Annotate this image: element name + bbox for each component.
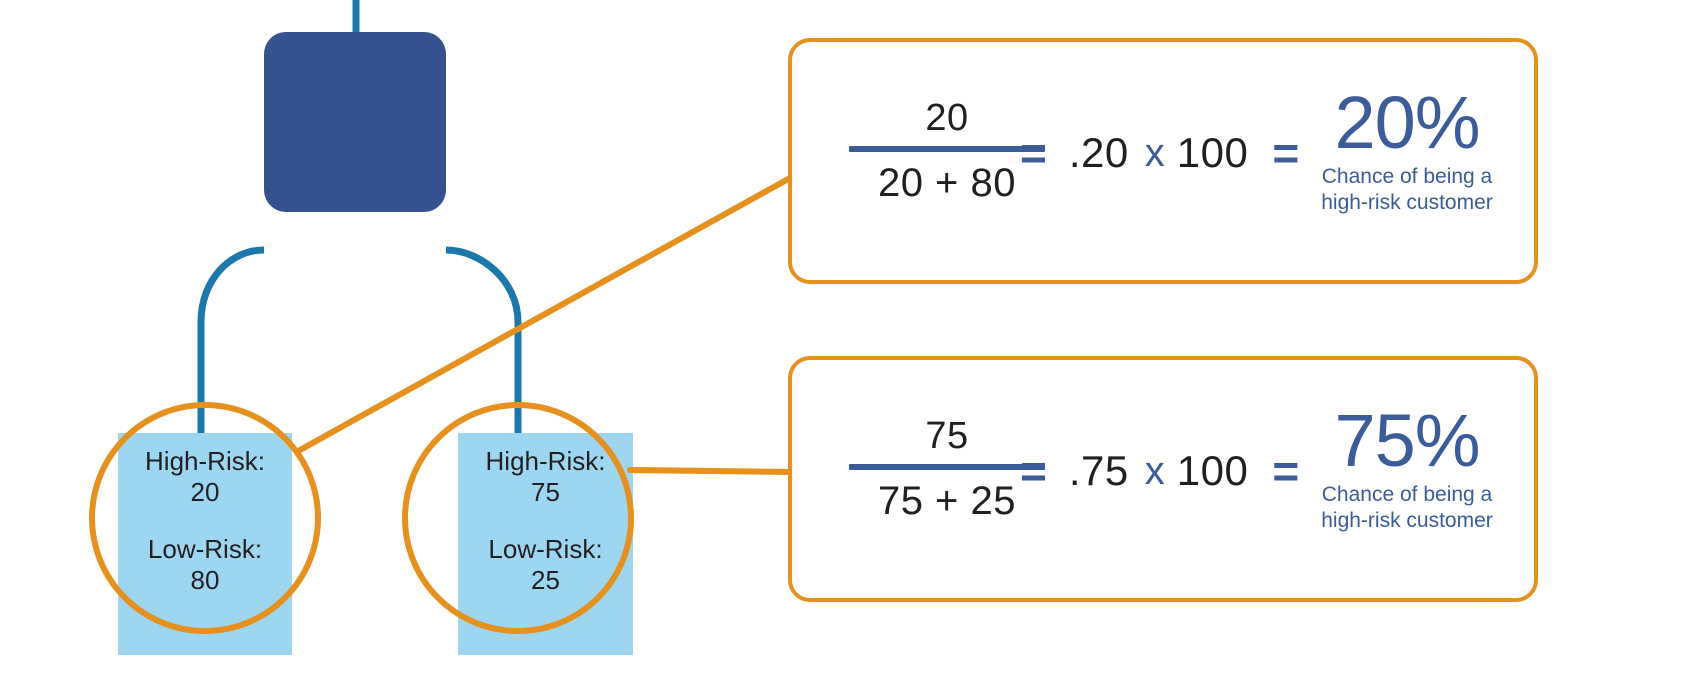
magnifier-ring-left (89, 402, 321, 634)
result-caption-line-1-top: Chance of being a (1321, 165, 1493, 188)
branch-connector-left (197, 246, 265, 470)
decimal-value-bottom: .75 (1068, 447, 1129, 494)
equals-sign-1-top: = (1020, 127, 1047, 179)
result-caption-line-2-top: high-risk customer (1321, 191, 1493, 214)
result-block-top: 20% Chance of being a high-risk customer (1292, 86, 1522, 216)
fraction-bottom-denominator: 75 + 25 (877, 479, 1017, 523)
result-caption-line-2-bottom: high-risk customer (1321, 509, 1493, 532)
multiplier-value-top: 100 (1176, 129, 1249, 176)
equals-sign-2-bottom: = (1272, 445, 1300, 497)
fraction-top-bar (849, 146, 1045, 152)
fraction-top-numerator: 20 (925, 97, 969, 139)
magnifier-ring-right (402, 402, 634, 634)
fraction-bottom-numerator: 75 (925, 415, 969, 457)
leader-line-top-callout (297, 175, 793, 453)
decimal-value-top: .20 (1068, 129, 1129, 176)
equals-sign-1-bottom: = (1020, 445, 1047, 497)
fraction-top-denominator: 20 + 80 (877, 161, 1017, 205)
equals-sign-2-top: = (1272, 127, 1300, 179)
callout-box-top[interactable]: 20 20 + 80 = .20 x 100 = 20% Chance of b… (788, 38, 1538, 284)
decision-tree-root-node[interactable] (264, 32, 446, 212)
branch-connector-right (445, 246, 522, 470)
result-percent-bottom: 75% (1334, 399, 1480, 482)
result-block-bottom: 75% Chance of being a high-risk customer (1292, 404, 1522, 534)
multiplier-value-bottom: 100 (1176, 447, 1249, 494)
fraction-top: 20 20 + 80 (842, 96, 1052, 206)
leaf-node-right-box[interactable] (458, 433, 633, 655)
callout-box-bottom[interactable]: 75 75 + 25 = .75 x 100 = 75% Chance of b… (788, 356, 1538, 602)
multiply-symbol-bottom: x (1144, 449, 1165, 493)
result-percent-top: 20% (1334, 81, 1480, 164)
fraction-bottom: 75 75 + 25 (842, 414, 1052, 524)
fraction-bottom-bar (849, 464, 1045, 470)
multiply-symbol-top: x (1144, 131, 1165, 175)
result-caption-line-1-bottom: Chance of being a (1321, 483, 1493, 506)
equation-run-top: = .20 x 100 = (1020, 130, 1299, 176)
leaf-node-left-box[interactable] (118, 433, 292, 655)
equation-run-bottom: = .75 x 100 = (1020, 448, 1299, 494)
leader-line-bottom-callout (627, 467, 793, 475)
